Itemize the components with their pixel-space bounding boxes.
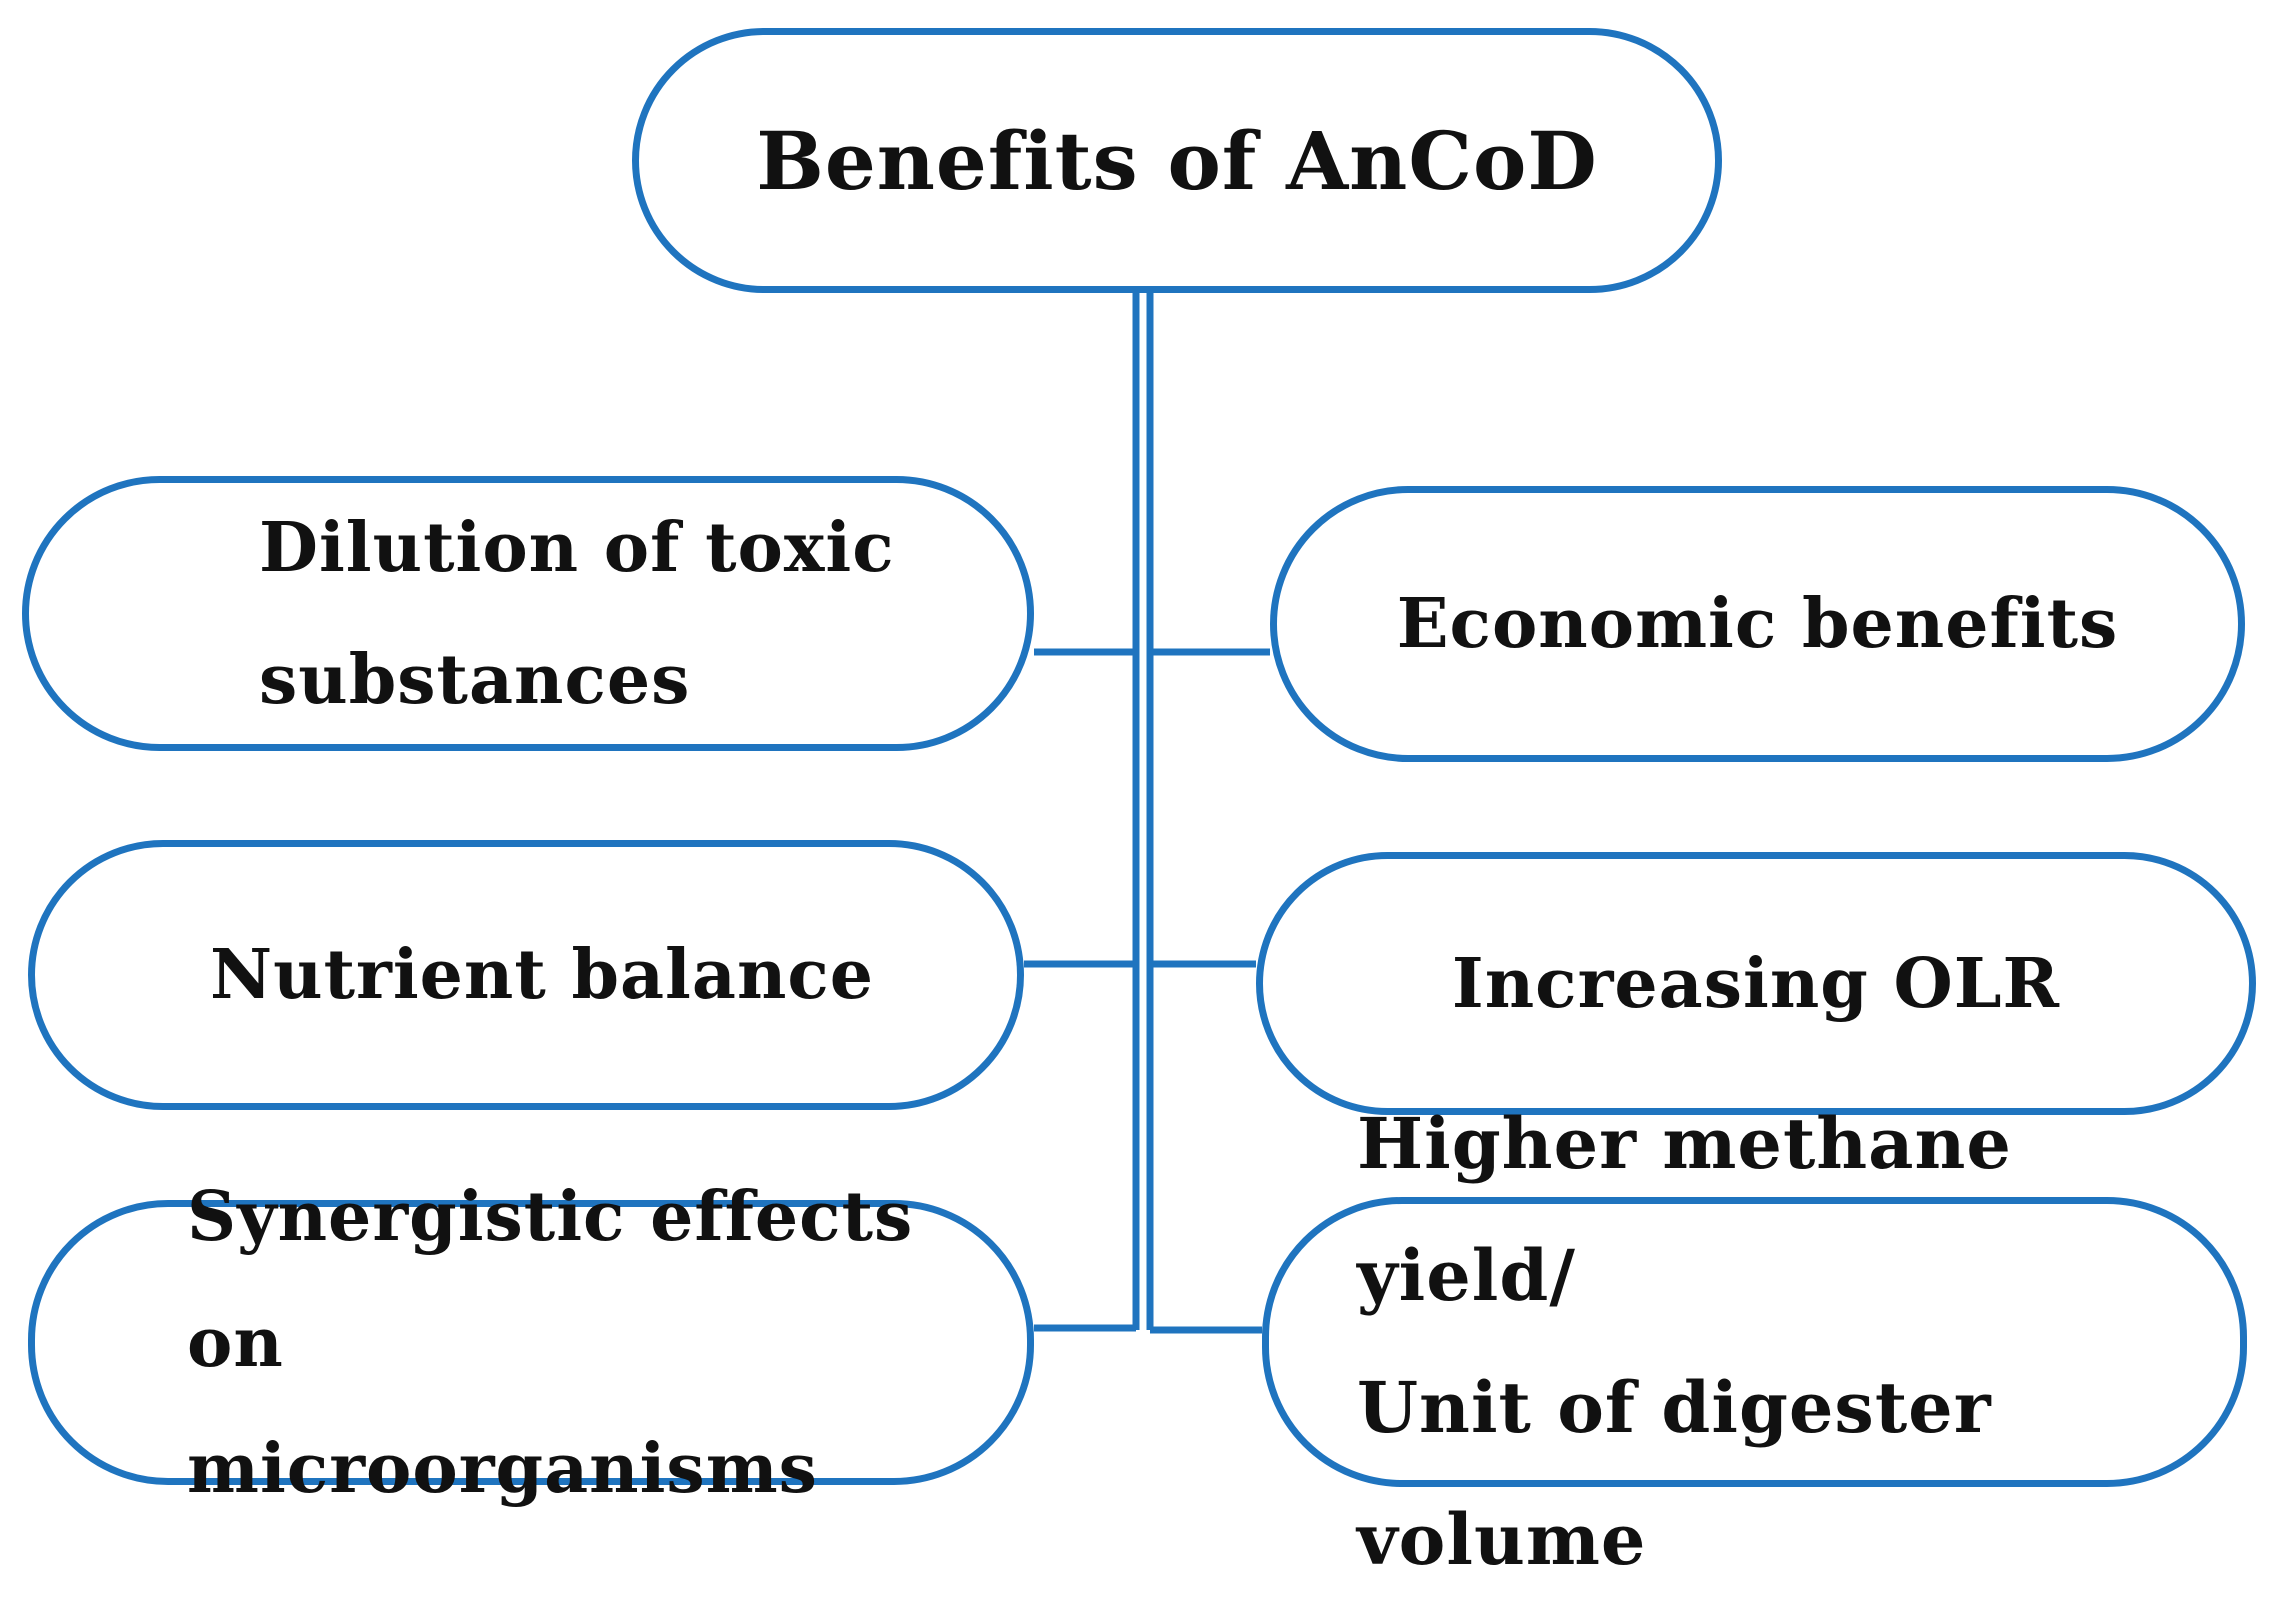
root-node-label: Benefits of AnCoD <box>756 113 1598 208</box>
node-increasing-olr: Increasing OLR <box>1256 852 2256 1115</box>
node-label: Higher methane yield/ Unit of digester v… <box>1357 1102 2012 1581</box>
node-label: Dilution of toxic substances <box>259 507 895 720</box>
node-label: Nutrient balance <box>210 935 875 1015</box>
node-label: Synergistic effects on microorganisms <box>187 1176 914 1509</box>
node-higher-methane-yield: Higher methane yield/ Unit of digester v… <box>1262 1102 2247 1581</box>
node-synergistic-effects: Synergistic effects on microorganisms <box>28 1177 1034 1509</box>
node-dilution-of-toxic-substances: Dilution of toxic substances <box>22 476 1034 751</box>
node-nutrient-balance: Nutrient balance <box>28 840 1024 1110</box>
node-economic-benefits: Economic benefits <box>1270 486 2245 762</box>
root-node-benefits: Benefits of AnCoD <box>632 28 1722 293</box>
node-label: Increasing OLR <box>1451 943 2061 1024</box>
node-label: Economic benefits <box>1396 584 2119 664</box>
connector-lines <box>1024 293 1270 1334</box>
